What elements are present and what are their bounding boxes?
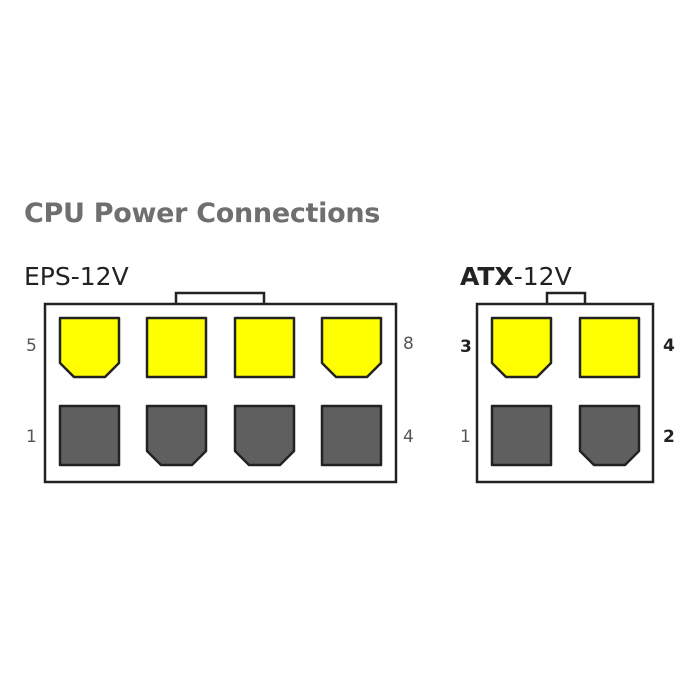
eps-pin-top-2 bbox=[145, 316, 208, 379]
atx-pin-label-top-right: 4 bbox=[663, 336, 675, 356]
eps-pin-label-top-right: 8 bbox=[403, 334, 414, 354]
eps-pin-bottom-4 bbox=[320, 404, 383, 467]
eps-pin-label-top-left: 5 bbox=[26, 336, 37, 356]
atx-connector-label: ATX-12V bbox=[460, 262, 572, 291]
eps-pin-top-3 bbox=[233, 316, 296, 379]
eps-pin-label-bottom-right: 4 bbox=[403, 427, 414, 447]
atx-pin-bottom-2 bbox=[578, 404, 641, 467]
atx-pin-top-1 bbox=[490, 316, 553, 379]
eps-label-text: EPS-12V bbox=[24, 262, 129, 291]
eps-pin-bottom-3 bbox=[233, 404, 296, 467]
page-title: CPU Power Connections bbox=[24, 198, 381, 229]
eps-pin-top-1 bbox=[58, 316, 121, 379]
eps-pin-label-bottom-left: 1 bbox=[26, 427, 37, 447]
atx-pin-label-bottom-right: 2 bbox=[663, 427, 675, 447]
atx-label-bold: ATX bbox=[460, 262, 514, 291]
atx-pin-label-top-left: 3 bbox=[460, 337, 472, 357]
atx-pin-label-bottom-left: 1 bbox=[460, 427, 471, 447]
eps-pin-top-4 bbox=[320, 316, 383, 379]
atx-label-suffix: -12V bbox=[513, 262, 572, 291]
atx-pin-bottom-1 bbox=[490, 404, 553, 467]
atx-pin-top-2 bbox=[578, 316, 641, 379]
eps-pin-bottom-2 bbox=[145, 404, 208, 467]
eps-pin-bottom-1 bbox=[58, 404, 121, 467]
eps-connector-label: EPS-12V bbox=[24, 262, 129, 291]
